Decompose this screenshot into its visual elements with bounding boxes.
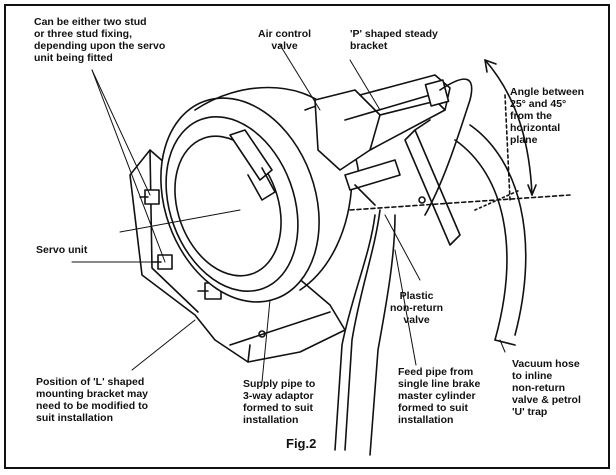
label-air-control-valve: Air control valve (258, 28, 312, 52)
servo-drum (160, 86, 360, 303)
vacuum-hose (454, 124, 527, 346)
label-vacuum-hose: Vacuum hose to inline non-return valve &… (512, 358, 581, 418)
label-servo-unit: Servo unit (36, 244, 88, 256)
label-feed-pipe: Feed pipe from single line brake master … (398, 366, 481, 426)
figure-caption: Fig.2 (286, 436, 317, 451)
leader-lines (71, 44, 506, 383)
label-supply-pipe: Supply pipe to 3-way adaptor formed to s… (243, 378, 316, 426)
drum-clip (229, 129, 276, 201)
label-p-shaped-bracket: 'P' shaped steady bracket (350, 28, 438, 52)
label-stud-fixing: Can be either two stud or three stud fix… (34, 16, 166, 64)
label-l-shaped-bracket: Position of 'L' shaped mounting bracket … (36, 376, 149, 424)
horizontal-reference-line (349, 194, 571, 211)
p-shaped-bracket (404, 119, 461, 246)
label-angle: Angle between 25° and 45° from the horiz… (510, 86, 585, 146)
label-plastic-valve: Plastic non-return valve (390, 290, 444, 326)
valve-assembly (314, 74, 451, 206)
